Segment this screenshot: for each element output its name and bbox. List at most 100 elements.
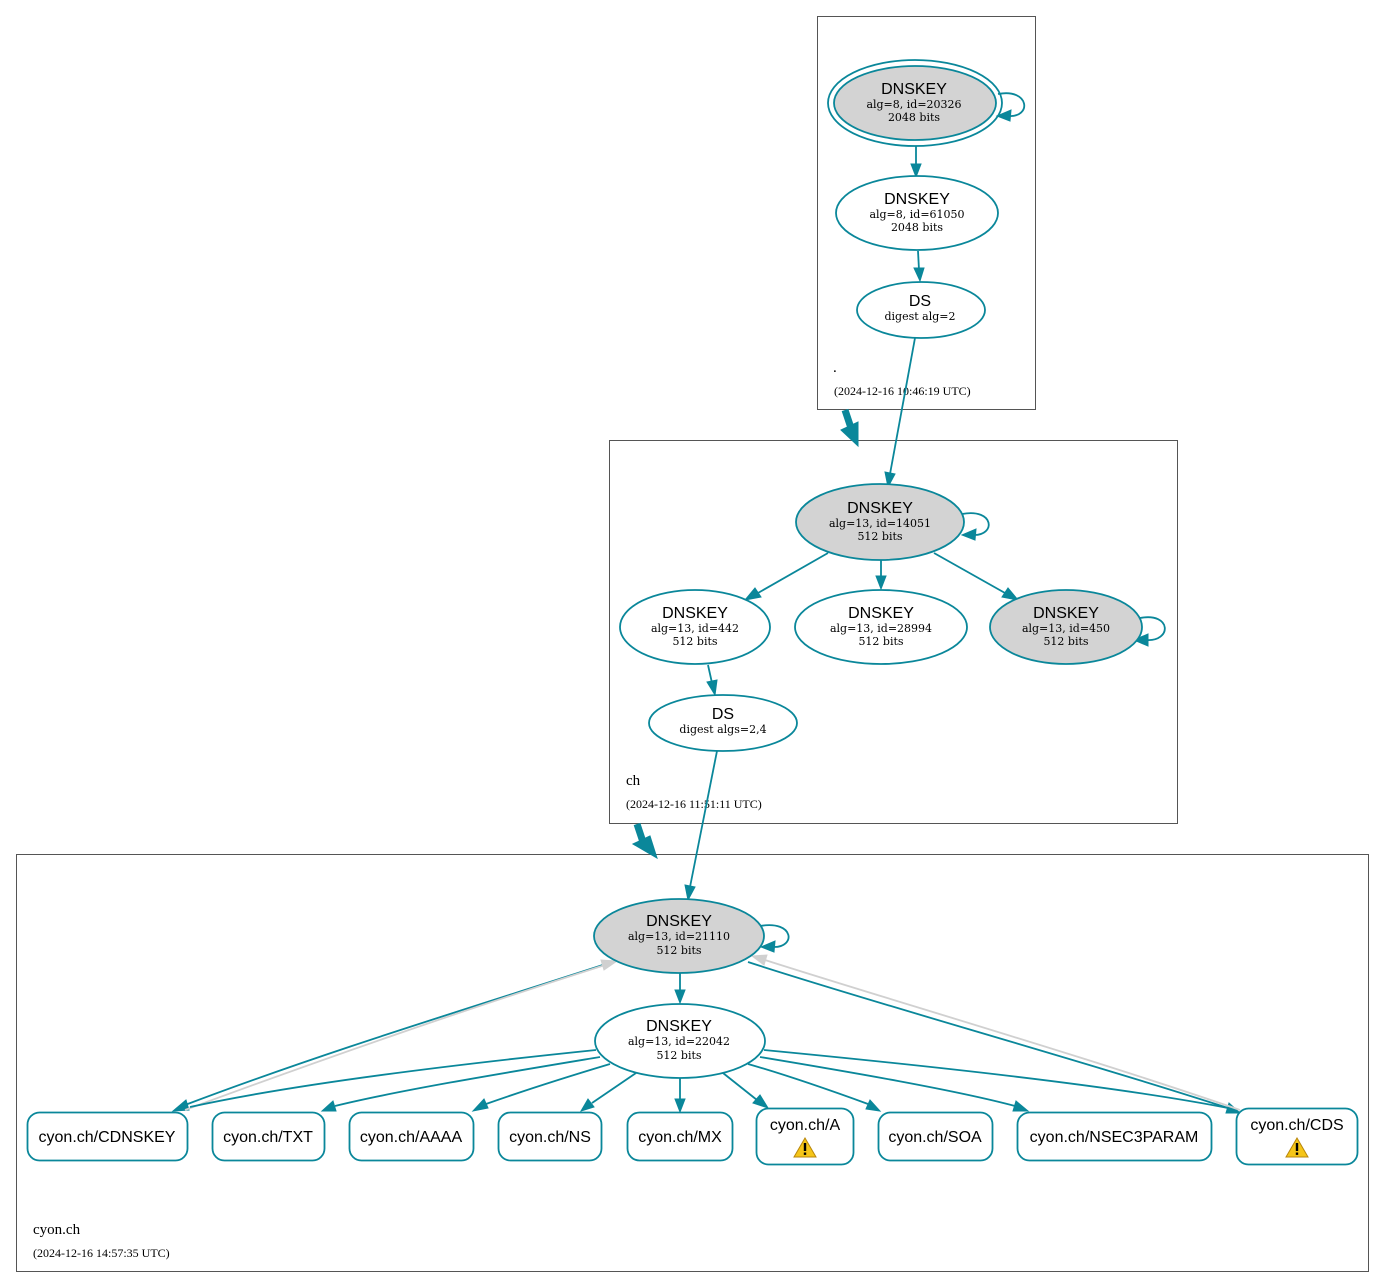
node-detail: alg=13, id=442: [651, 622, 739, 635]
node-title: DNSKEY: [848, 605, 914, 622]
rrset-soa[interactable]: cyon.ch/SOA: [877, 1111, 994, 1162]
node-title: DNSKEY: [646, 913, 712, 930]
node-detail: digest alg=2: [884, 310, 955, 323]
self-loop-edge: [759, 924, 790, 948]
edge: [889, 337, 916, 475]
grey-arrowhead: [600, 959, 619, 971]
node-detail: alg=8, id=20326: [866, 98, 961, 111]
zone-ch-date: (2024-12-16 11:51:11 UTC): [626, 797, 762, 811]
self-loop-edge: [1139, 616, 1166, 641]
rrset-label: cyon.ch/CDS: [1250, 1117, 1343, 1134]
rrset-label: cyon.ch/CDNSKEY: [39, 1129, 176, 1146]
node-detail: 512 bits: [857, 530, 902, 543]
edge: [917, 250, 920, 271]
node-detail: 2048 bits: [891, 221, 943, 234]
delegation-edge-root-ch: [841, 408, 855, 430]
node-root-zsk[interactable]: DNSKEY alg=8, id=61050 2048 bits: [835, 175, 999, 251]
zone-cyon-date: (2024-12-16 14:57:35 UTC): [33, 1246, 170, 1260]
zone-cyon-name: cyon.ch: [33, 1222, 81, 1238]
node-title: DS: [909, 293, 931, 310]
node-detail: alg=13, id=14051: [829, 517, 931, 530]
edge: [722, 1072, 758, 1101]
node-detail: alg=13, id=21110: [628, 930, 730, 943]
arrowhead: [674, 1098, 686, 1114]
node-detail: 512 bits: [656, 944, 701, 957]
rrset-a[interactable]: cyon.ch/A: [755, 1107, 855, 1166]
edge: [689, 750, 718, 888]
grey-edge: [764, 959, 1241, 1111]
edge: [591, 1072, 637, 1104]
edge: [763, 1049, 1229, 1109]
node-ch-ds[interactable]: DS digest algs=2,4: [648, 694, 798, 752]
arrowhead: [471, 1098, 489, 1112]
grey-arrowhead: [750, 954, 768, 966]
rrset-nsec3param[interactable]: cyon.ch/NSEC3PARAM: [1016, 1111, 1213, 1162]
node-detail: 512 bits: [1043, 635, 1088, 648]
node-title: DNSKEY: [847, 500, 913, 517]
self-loop-edge: [997, 92, 1025, 117]
edge: [707, 664, 713, 684]
edge: [933, 552, 1006, 594]
node-title: DNSKEY: [662, 605, 728, 622]
self-loop-edge: [961, 512, 990, 536]
rrset-cdnskey[interactable]: cyon.ch/CDNSKEY: [26, 1111, 189, 1162]
rrset-txt[interactable]: cyon.ch/TXT: [211, 1111, 326, 1162]
arrowhead: [1001, 587, 1020, 601]
delegation-arrowhead: [631, 835, 658, 860]
node-ch-zsk-28994[interactable]: DNSKEY alg=13, id=28994 512 bits: [794, 589, 968, 665]
node-detail: digest algs=2,4: [679, 723, 766, 736]
arrowhead: [960, 528, 977, 541]
arrowhead: [1012, 1100, 1030, 1112]
node-title: DNSKEY: [884, 191, 950, 208]
rrset-cds[interactable]: cyon.ch/CDS: [1235, 1107, 1359, 1166]
node-cyon-ksk[interactable]: DNSKEY alg=13, id=21110 512 bits: [593, 898, 765, 974]
rrset-label: cyon.ch/TXT: [223, 1129, 313, 1146]
node-title: DNSKEY: [881, 81, 947, 98]
rrset-aaaa[interactable]: cyon.ch/AAAA: [348, 1111, 475, 1162]
node-detail: alg=13, id=22042: [628, 1035, 730, 1048]
rrset-label: cyon.ch/NSEC3PARAM: [1030, 1129, 1199, 1146]
rrset-ns[interactable]: cyon.ch/NS: [497, 1111, 603, 1162]
node-cyon-zsk[interactable]: DNSKEY alg=13, id=22042 512 bits: [594, 1003, 766, 1079]
node-ch-ksk[interactable]: DNSKEY alg=13, id=14051 512 bits: [795, 483, 965, 561]
zone-root-date: (2024-12-16 10:46:19 UTC): [834, 384, 971, 398]
node-detail: 2048 bits: [888, 111, 940, 124]
node-ch-ksk-450[interactable]: DNSKEY alg=13, id=450 512 bits: [989, 589, 1143, 665]
delegation-edge-ch-cyon: [633, 822, 647, 844]
edge: [757, 552, 829, 594]
node-detail: 512 bits: [656, 1049, 701, 1062]
arrowhead: [865, 1099, 882, 1112]
arrowhead: [752, 1094, 770, 1109]
arrowhead: [995, 109, 1012, 122]
edge: [334, 1056, 601, 1107]
node-ch-zsk-442[interactable]: DNSKEY alg=13, id=442 512 bits: [619, 589, 771, 665]
arrowhead: [706, 679, 718, 697]
rrset-mx[interactable]: cyon.ch/MX: [626, 1111, 734, 1162]
node-title: DNSKEY: [1033, 605, 1099, 622]
edge: [747, 1063, 869, 1105]
edge: [189, 1049, 597, 1108]
edge: [759, 1056, 1016, 1107]
node-detail: 512 bits: [672, 635, 717, 648]
arrowhead: [674, 989, 686, 1005]
node-detail: 512 bits: [858, 635, 903, 648]
node-root-ksk[interactable]: DNSKEY alg=8, id=20326 2048 bits: [827, 59, 1003, 147]
delegation-arrowhead: [840, 421, 859, 448]
arrowhead: [913, 267, 925, 283]
arrowhead: [320, 1100, 337, 1112]
rrset-label: cyon.ch/A: [770, 1117, 841, 1134]
node-detail: alg=8, id=61050: [869, 208, 964, 221]
arrowhead: [579, 1098, 595, 1112]
rrset-label: cyon.ch/SOA: [888, 1129, 982, 1146]
node-detail: alg=13, id=28994: [830, 622, 932, 635]
arrowhead: [1132, 633, 1149, 647]
grey-edge: [184, 964, 606, 1111]
arrowhead: [875, 575, 887, 591]
node-detail: alg=13, id=450: [1022, 622, 1110, 635]
node-root-ds[interactable]: DS digest alg=2: [856, 281, 986, 339]
node-title: DNSKEY: [646, 1018, 712, 1035]
rrset-label: cyon.ch/MX: [638, 1129, 722, 1146]
arrowhead: [171, 1099, 190, 1112]
arrowhead: [743, 587, 762, 601]
